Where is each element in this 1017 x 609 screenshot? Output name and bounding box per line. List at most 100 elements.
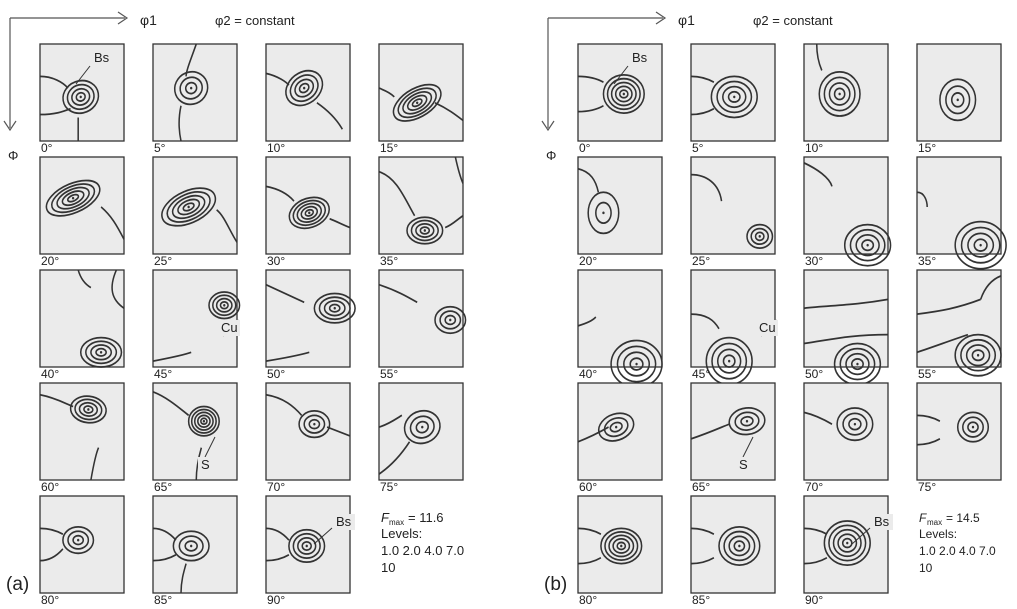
section-angle-label: 5°: [154, 141, 166, 155]
peak-dot: [303, 86, 306, 90]
contour-line: [690, 107, 715, 116]
contour-line: [292, 199, 326, 227]
contour-line: [288, 528, 326, 564]
contour-line: [848, 417, 862, 431]
fmax-subscript: max: [389, 518, 404, 527]
contour-line: [308, 418, 321, 430]
section-angle-label: 85°: [692, 593, 710, 607]
section-angle-label: 40°: [41, 367, 59, 381]
odf-section: 35°: [916, 156, 1007, 270]
annotation-bg: [218, 320, 240, 336]
contour-line: [402, 90, 433, 115]
contour-line: [294, 78, 315, 98]
contour-line: [690, 75, 715, 84]
fmax-subscript: max: [927, 518, 942, 527]
contour-group: [577, 167, 620, 235]
texture-component-label: S: [739, 457, 748, 472]
odf-section: 15°: [378, 43, 464, 155]
section-angle-label: 55°: [918, 367, 936, 381]
odf-section: 30°: [265, 156, 351, 268]
contour-group: [45, 179, 125, 240]
contour-line: [197, 414, 211, 428]
section-frame: [916, 156, 1002, 255]
contour-line: [823, 76, 856, 112]
peak-dot: [421, 425, 424, 429]
odf-section: 25°: [690, 156, 776, 268]
odf-section: 45°: [152, 269, 241, 381]
contour-line: [815, 43, 823, 71]
contour-line: [954, 220, 1007, 270]
section-frame: [378, 156, 464, 255]
peak-dot: [866, 243, 869, 247]
odf-section: 20°: [39, 156, 125, 268]
levels-title: Levels:: [381, 526, 422, 541]
phi1-arrow-icon: [655, 11, 667, 25]
contour-group: [690, 173, 774, 250]
fmax-value: = 11.6: [408, 510, 444, 525]
peak-dot: [745, 419, 749, 423]
texture-component-label: Bs: [874, 514, 890, 529]
contour-group: [265, 393, 351, 439]
contour-line: [960, 338, 997, 372]
contour-line: [300, 205, 319, 220]
contour-line: [265, 553, 290, 562]
contour-group: [173, 43, 209, 142]
contour-line: [285, 69, 324, 107]
contour-line: [216, 209, 238, 243]
contour-group: [378, 83, 464, 122]
contour-line: [303, 414, 326, 434]
contour-line: [410, 219, 439, 242]
contour-group: [161, 187, 238, 243]
contour-line: [39, 393, 74, 408]
section-angle-label: 65°: [154, 480, 172, 494]
contour-line: [618, 89, 629, 99]
peak-dot: [758, 235, 761, 238]
contour-line: [152, 553, 177, 562]
contour-line: [182, 202, 195, 212]
contour-line: [939, 78, 977, 122]
section-angle-label: 40°: [579, 367, 597, 381]
section-frame: [39, 495, 125, 594]
texture-component-label: Cu: [759, 320, 776, 335]
section-angle-label: 25°: [692, 254, 710, 268]
contour-line: [690, 313, 720, 330]
contour-line: [803, 556, 828, 565]
contour-line: [111, 269, 125, 309]
contour-line: [329, 217, 351, 229]
contour-line: [296, 202, 323, 223]
contour-line: [39, 527, 64, 536]
section-frame: [265, 156, 351, 255]
odf-section: 25°: [152, 156, 238, 268]
contour-line: [411, 98, 423, 108]
contour-line: [577, 167, 600, 193]
contour-line: [85, 340, 118, 365]
contour-line: [171, 194, 206, 220]
contour-line: [960, 226, 1001, 264]
contour-line: [604, 530, 639, 561]
odf-section: 45°: [690, 269, 776, 386]
contour-line: [841, 537, 853, 549]
contour-line: [62, 525, 95, 555]
peak-dot: [71, 196, 75, 200]
contour-line: [855, 234, 880, 257]
contour-line: [212, 294, 237, 317]
peak-dot: [979, 243, 982, 247]
contour-line: [803, 333, 889, 345]
contour-group: [577, 73, 645, 114]
peak-dot: [449, 318, 452, 322]
contour-line: [66, 83, 95, 111]
peak-dot: [976, 353, 980, 357]
peak-dot: [313, 422, 316, 426]
peak-dot: [733, 95, 736, 99]
contour-line: [623, 351, 651, 377]
contour-group: [39, 393, 107, 481]
contour-line: [415, 222, 435, 238]
peak-dot: [190, 544, 193, 548]
contour-line: [577, 316, 597, 327]
section-frame: [265, 495, 351, 594]
contour-line: [439, 310, 462, 330]
annotation-bg: [198, 457, 220, 473]
levels-values: 1.0 2.0 4.0 7.0: [919, 544, 996, 558]
